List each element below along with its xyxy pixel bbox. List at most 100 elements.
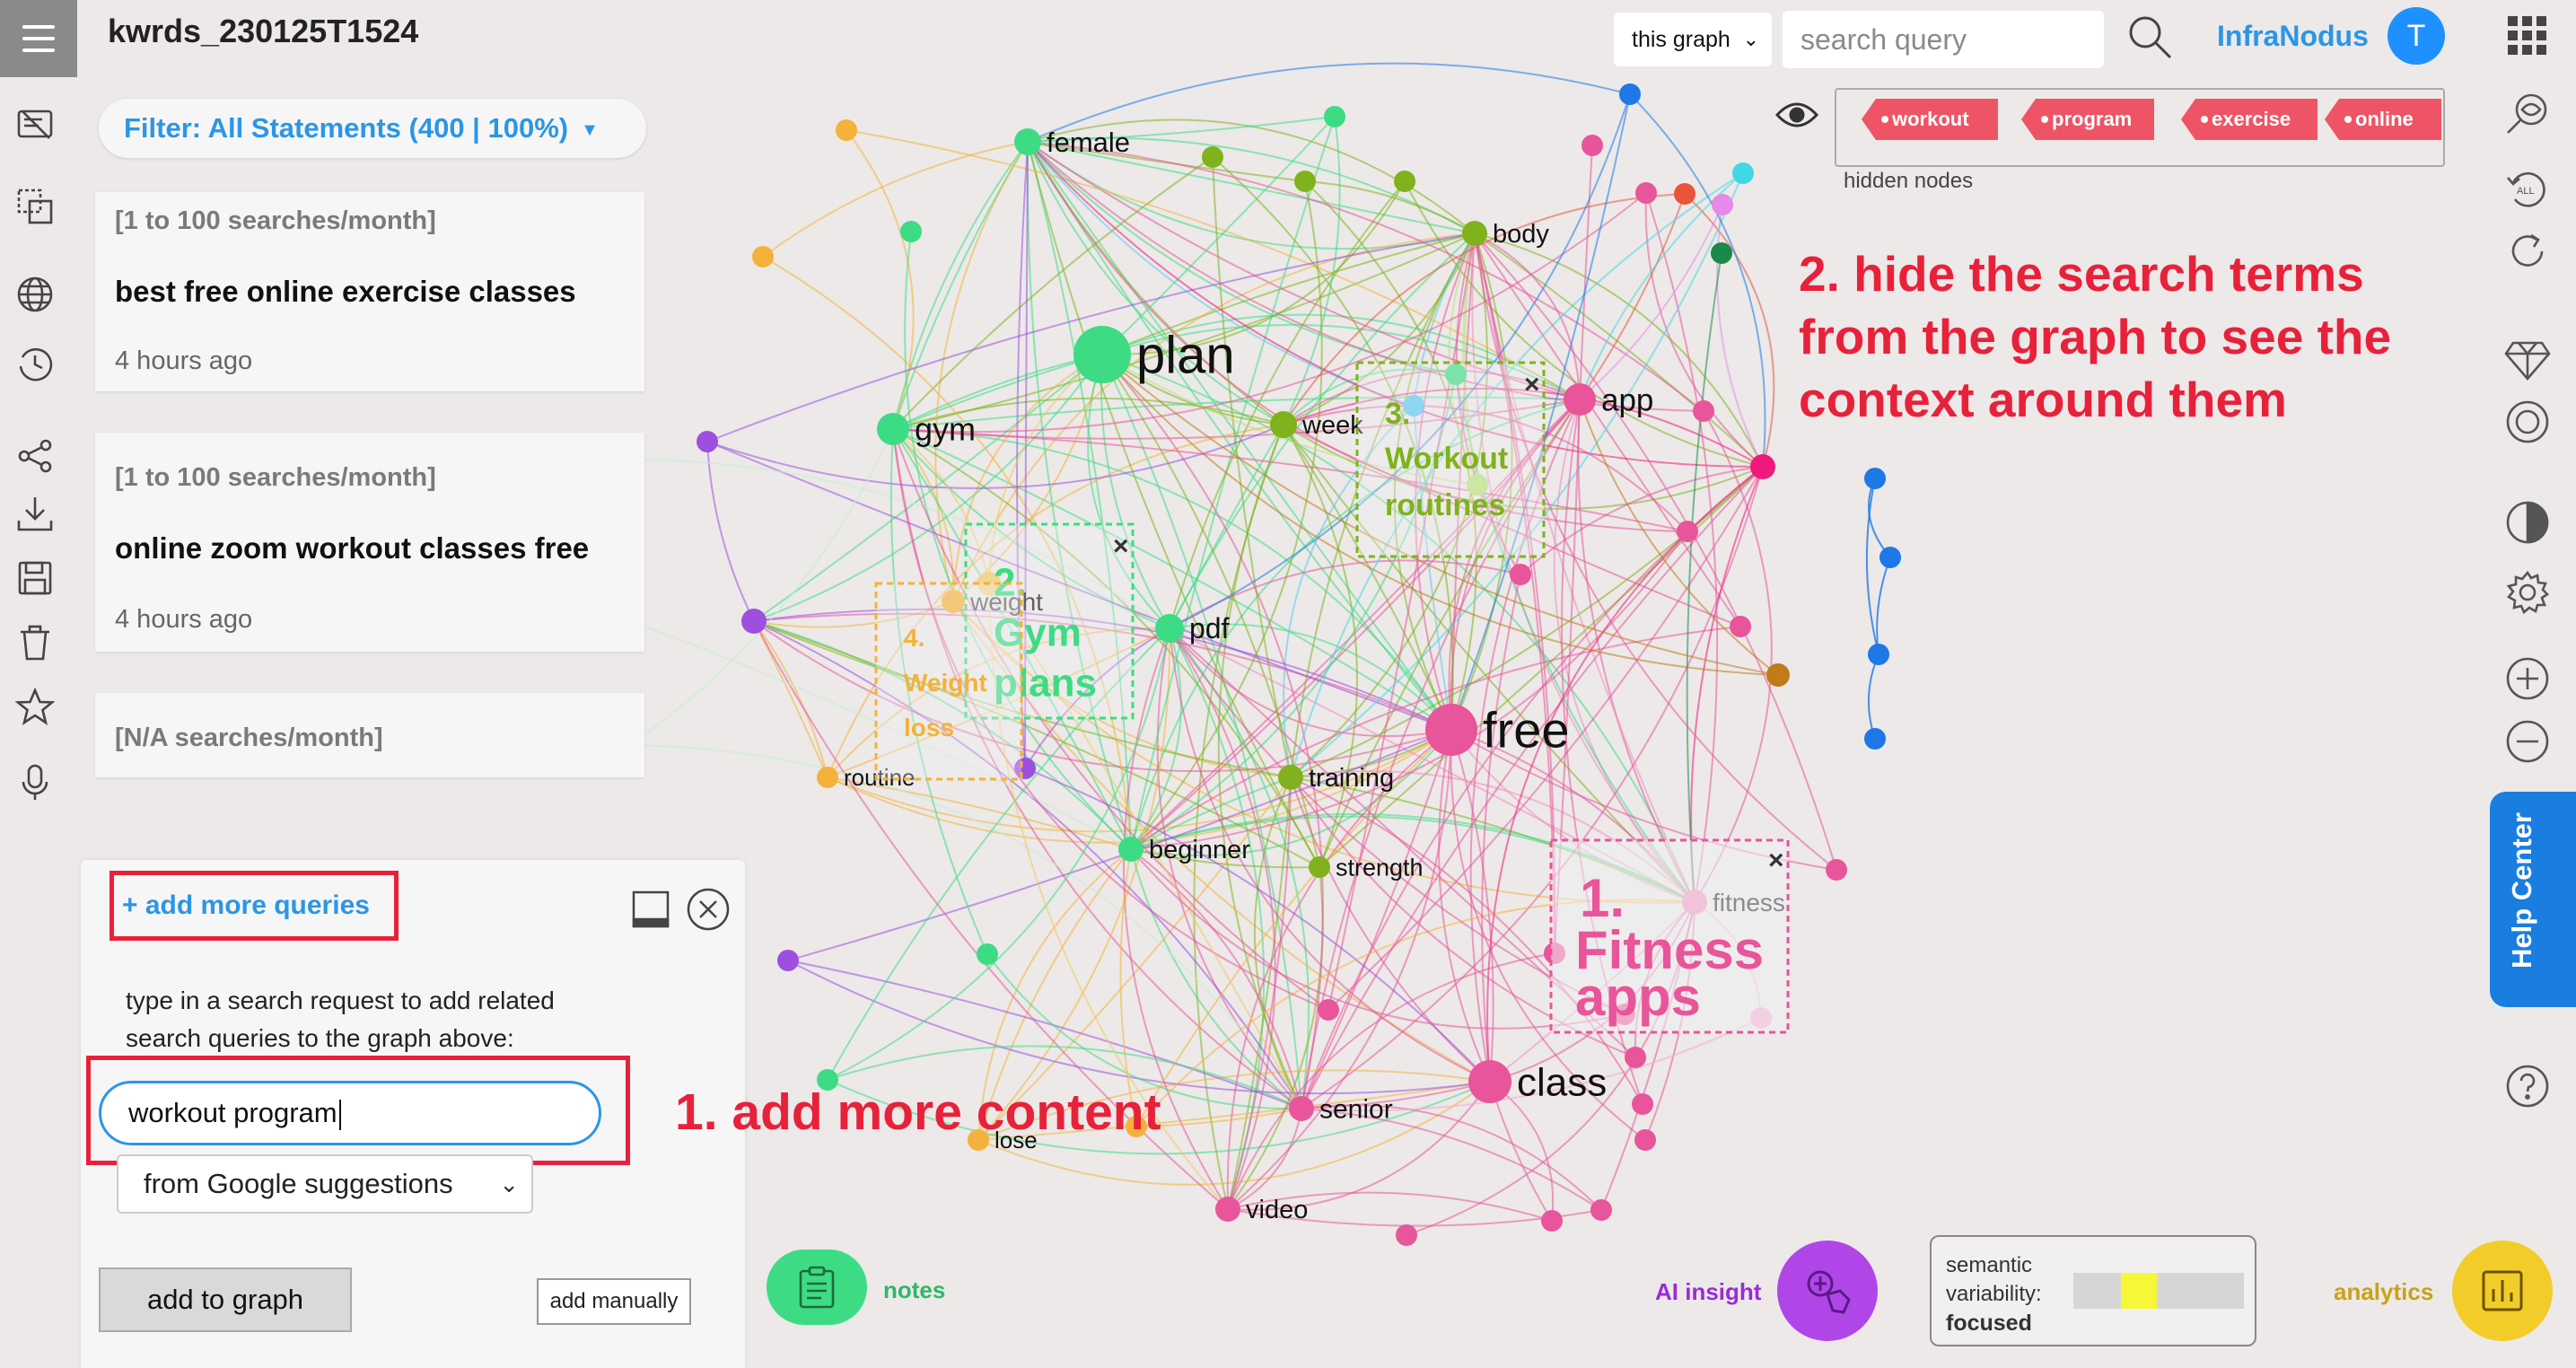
brand-logo[interactable]: InfraNodus <box>2217 20 2369 52</box>
apps-grid-icon[interactable] <box>2506 14 2549 57</box>
semantic-variability-widget[interactable]: semantic variability: focused <box>1930 1235 2256 1346</box>
notes-label[interactable]: notes <box>883 1276 946 1303</box>
node-lose[interactable] <box>968 1129 989 1151</box>
node-label[interactable]: strength <box>1336 854 1424 881</box>
node-senior[interactable] <box>1289 1096 1314 1121</box>
node-free[interactable] <box>1425 704 1477 756</box>
graph-node[interactable] <box>1625 1047 1646 1068</box>
node-label[interactable]: beginner <box>1149 836 1250 864</box>
refresh-icon[interactable] <box>2504 228 2551 275</box>
graph-node[interactable] <box>1879 547 1901 568</box>
graph-node[interactable] <box>1634 1129 1656 1151</box>
graph-node[interactable] <box>1732 162 1754 184</box>
graph-nodes[interactable]: femalebodyplangymweekappweightpdffreerou… <box>550 83 1901 1246</box>
help-icon[interactable] <box>2504 1063 2551 1109</box>
statement-card[interactable]: [N/A searches/month] <box>95 693 644 777</box>
graph-node[interactable] <box>1712 194 1733 215</box>
hidden-node-tag[interactable]: workout <box>1862 99 1998 140</box>
share-icon[interactable] <box>15 436 55 476</box>
graph-node[interactable] <box>1632 1093 1653 1115</box>
node-label[interactable]: week <box>1301 411 1363 440</box>
history-icon[interactable] <box>15 345 55 384</box>
node-weight[interactable] <box>942 590 965 613</box>
close-icon[interactable] <box>686 887 731 932</box>
settings-icon[interactable] <box>2504 569 2551 616</box>
node-label[interactable]: plan <box>1136 326 1235 384</box>
help-center-tab[interactable]: Help Center <box>2490 792 2576 1007</box>
search-scope-select[interactable]: this graph ⌄ <box>1614 13 1772 66</box>
close-cluster-icon[interactable]: × <box>1524 370 1540 399</box>
hidden-node-tag[interactable]: online <box>2325 99 2441 140</box>
avatar[interactable]: T <box>2388 7 2445 65</box>
lens-icon[interactable] <box>2504 90 2551 136</box>
graph-node[interactable] <box>1864 728 1886 750</box>
statements-icon[interactable] <box>15 106 55 145</box>
search-input[interactable]: search query <box>1783 11 2104 68</box>
globe-icon[interactable] <box>15 275 55 314</box>
graph-node[interactable] <box>1750 454 1775 479</box>
node-female[interactable] <box>1014 128 1041 155</box>
node-week[interactable] <box>1270 411 1297 438</box>
query-input[interactable]: workout program <box>99 1081 601 1145</box>
star-icon[interactable] <box>14 687 56 727</box>
graph-node[interactable] <box>1582 135 1603 156</box>
statements-filter[interactable]: Filter: All Statements (400 | 100%)▼ <box>99 99 646 158</box>
node-training[interactable] <box>1278 765 1303 790</box>
graph-node[interactable] <box>1324 106 1345 127</box>
node-body[interactable] <box>1462 221 1487 246</box>
contrast-icon[interactable] <box>2504 499 2551 546</box>
statement-card[interactable]: [1 to 100 searches/month] online zoom wo… <box>95 433 644 652</box>
graph-node[interactable] <box>1590 1199 1612 1221</box>
node-label[interactable]: training <box>1309 764 1394 793</box>
source-select[interactable]: from Google suggestions ⌄ <box>117 1154 533 1214</box>
node-beginner[interactable] <box>1118 837 1143 862</box>
menu-icon[interactable] <box>0 0 77 77</box>
notes-button[interactable] <box>767 1250 867 1325</box>
graph-node[interactable] <box>1868 644 1889 665</box>
graph-node[interactable] <box>977 943 998 965</box>
node-label[interactable]: app <box>1601 382 1653 417</box>
node-label[interactable]: gym <box>915 411 976 448</box>
graph-node[interactable] <box>1403 395 1424 417</box>
graph-node[interactable] <box>1202 146 1223 168</box>
graph-node[interactable] <box>836 119 857 141</box>
minimize-icon[interactable] <box>632 890 670 928</box>
graph-node[interactable] <box>1864 468 1886 489</box>
graph-node[interactable] <box>1711 242 1732 264</box>
graph-node[interactable] <box>1394 171 1415 192</box>
node-app[interactable] <box>1564 383 1596 416</box>
close-cluster-icon[interactable]: × <box>1768 846 1784 875</box>
graph-node[interactable] <box>1294 171 1316 192</box>
graph-node[interactable] <box>697 431 718 452</box>
graph-node[interactable] <box>1510 564 1531 585</box>
add-to-graph-button[interactable]: add to graph <box>99 1267 352 1332</box>
graph-node[interactable] <box>817 1069 838 1091</box>
node-label[interactable]: lose <box>994 1127 1038 1153</box>
graph-node[interactable] <box>1766 663 1790 687</box>
node-class[interactable] <box>1468 1060 1511 1103</box>
save-icon[interactable] <box>15 558 55 598</box>
hidden-node-tag[interactable]: exercise <box>2181 99 2318 140</box>
trash-icon[interactable] <box>15 623 55 662</box>
download-icon[interactable] <box>15 494 55 533</box>
node-label[interactable]: body <box>1493 220 1549 249</box>
graph-node[interactable] <box>1619 83 1641 105</box>
graph-node[interactable] <box>752 246 774 267</box>
node-video[interactable] <box>1215 1197 1240 1222</box>
graph-title[interactable]: kwrds_230125T1524 <box>108 13 419 49</box>
node-pdf[interactable] <box>1155 614 1184 643</box>
hidden-node-tag[interactable]: program <box>2021 99 2154 140</box>
cluster-box[interactable] <box>874 582 1023 781</box>
zoom-out-icon[interactable] <box>2504 718 2551 765</box>
eye-icon[interactable] <box>1774 99 1819 131</box>
select-icon[interactable] <box>15 187 55 226</box>
graph-node[interactable] <box>1826 859 1847 881</box>
analytics-button[interactable] <box>2452 1241 2553 1341</box>
graph-node[interactable] <box>1396 1224 1417 1246</box>
add-more-queries-link[interactable]: + add more queries <box>122 890 370 920</box>
reset-all-icon[interactable]: ALL <box>2504 165 2551 212</box>
node-label[interactable]: video <box>1246 1196 1308 1224</box>
node-label[interactable]: routine <box>844 764 916 791</box>
microphone-icon[interactable] <box>15 763 55 802</box>
graph-node[interactable] <box>1126 1116 1147 1137</box>
